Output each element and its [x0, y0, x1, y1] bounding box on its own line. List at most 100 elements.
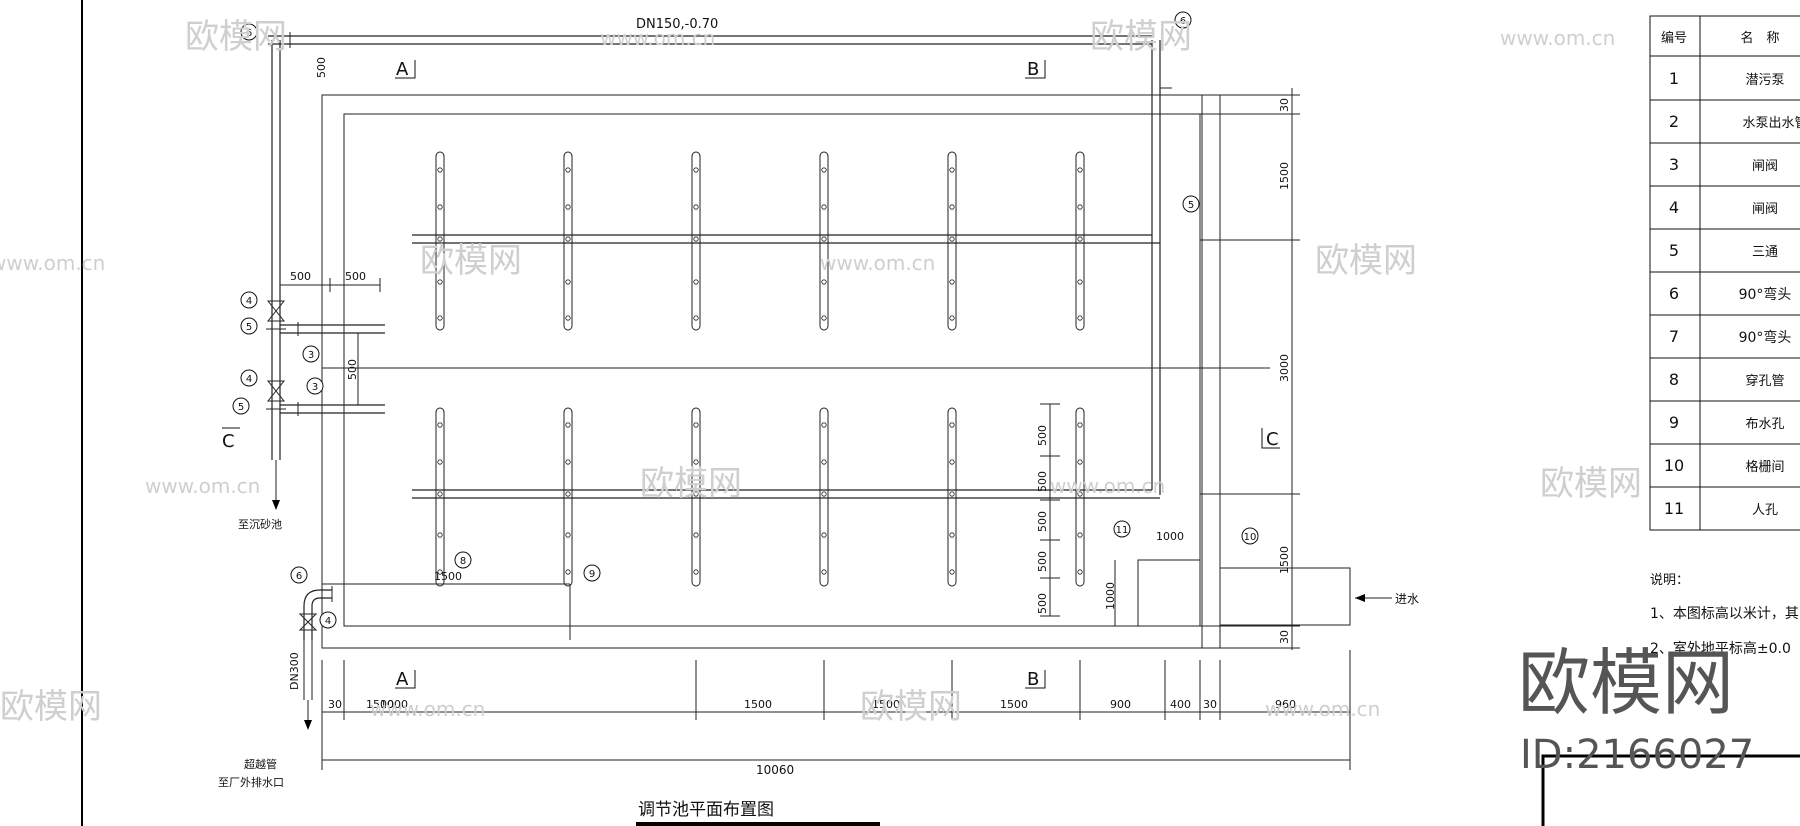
dim-bottom-2: 1000 — [380, 698, 408, 711]
watermark-url-4: www.om.cn — [820, 251, 935, 275]
section-a-bottom: A — [396, 669, 409, 690]
legend-table — [1649, 15, 1800, 531]
legend-no-11: 11 — [1664, 499, 1684, 518]
section-b-bottom: B — [1027, 669, 1039, 690]
callout-10: 10 — [1244, 532, 1257, 543]
dim-right-0: 30 — [1278, 98, 1291, 112]
dim-inner-0: 500 — [1036, 425, 1049, 446]
pipe-top-label: DN150,-0.70 — [636, 17, 718, 32]
callout-9: 9 — [589, 569, 595, 580]
callout-4c: 4 — [325, 616, 331, 627]
note-overflow-1: 超越管 — [244, 757, 277, 771]
watermark-url-8: www.om.cn — [1265, 697, 1380, 721]
title-block-frame — [1541, 754, 1800, 826]
callout-5c: 5 — [238, 402, 244, 413]
dim-bottom-8: 30 — [1203, 698, 1217, 711]
watermark-logo-7: 欧模网 — [0, 687, 102, 727]
legend-no-3: 3 — [1669, 155, 1679, 174]
callout-6c: 6 — [296, 571, 302, 582]
dim-top-left-0: 500 — [290, 270, 311, 283]
dim-inner-4: 500 — [1036, 593, 1049, 614]
dim-total: 10060 — [756, 763, 794, 777]
watermark-logo-5: 欧模网 — [640, 464, 742, 504]
upper-distribution-pipe — [412, 234, 1160, 244]
legend-header-no: 编号 — [1661, 31, 1687, 46]
watermark-url-3: www.om.cn — [0, 251, 105, 275]
watermark-url-2: www.om.cn — [1500, 26, 1615, 50]
callout-4b: 4 — [246, 374, 252, 385]
dim-right-3: 1500 — [1278, 546, 1291, 574]
legend-no-1: 1 — [1669, 69, 1679, 88]
callout-3a: 3 — [308, 350, 314, 361]
legend-name-4: 闸阀 — [1752, 202, 1778, 217]
tank-outer-wall — [321, 94, 1203, 649]
watermark-logo-8: 欧模网 — [860, 687, 962, 727]
notes-line-1: 1、本图标高以米计，其 — [1650, 605, 1799, 622]
dim-bottom-3: 1500 — [744, 698, 772, 711]
callout-circles — [232, 11, 1259, 629]
section-c-left: C — [222, 431, 235, 452]
callout-6b: 6 — [1180, 16, 1186, 27]
watermark-url-5: www.om.cn — [145, 474, 260, 498]
dim-inner-1: 500 — [1036, 471, 1049, 492]
notes-heading: 说明： — [1650, 573, 1689, 588]
legend-no-5: 5 — [1669, 241, 1679, 260]
dim-bottom-5: 1500 — [1000, 698, 1028, 711]
callout-11: 11 — [1116, 525, 1129, 536]
legend-name-8: 穿孔管 — [1745, 373, 1784, 389]
note-to-grit: 至沉砂池 — [238, 518, 282, 531]
bottom-dimension-chain — [321, 650, 1351, 770]
dim-bottom-1: 1500 — [366, 698, 394, 711]
watermark-url-6: www.om.cn — [1050, 474, 1165, 498]
legend-name-11: 人孔 — [1752, 503, 1778, 518]
dim-vertical-left-0: 500 — [315, 57, 328, 78]
note-overflow-2: 至厂外排水口 — [218, 775, 284, 789]
legend-name-1: 潜污泵 — [1745, 73, 1784, 88]
dim-bottom-9: 960 — [1275, 698, 1296, 711]
callout-4a: 4 — [246, 296, 252, 307]
inlet-label: 进水 — [1395, 592, 1419, 606]
drawing-title: 调节池平面布置图 — [638, 800, 774, 820]
legend-header-name: 名 称 — [1740, 30, 1779, 46]
dim-inner-3: 500 — [1036, 551, 1049, 572]
watermark-id: ID:2166027 — [1520, 732, 1754, 778]
perforated-pipes-upper — [435, 151, 1085, 331]
inner-dim-column — [1040, 403, 1060, 617]
top-left-dims — [279, 278, 381, 292]
legend-no-8: 8 — [1669, 370, 1679, 389]
section-a-top: A — [396, 59, 409, 80]
note-dn300: DN300 — [288, 652, 301, 690]
watermark-logo-2: 欧模网 — [1090, 17, 1192, 57]
dim-bottom-7: 400 — [1170, 698, 1191, 711]
watermark-logo-1: 欧模网 — [185, 17, 287, 57]
perforated-pipes-lower — [435, 407, 1085, 587]
legend-name-2: 水泵出水管 — [1742, 116, 1800, 131]
dim-inner-1500: 1500 — [434, 570, 462, 583]
callout-5b: 5 — [246, 322, 252, 333]
legend-name-3: 闸阀 — [1752, 159, 1778, 174]
section-markers — [222, 60, 1280, 689]
dim-right-2: 3000 — [1278, 354, 1291, 382]
manhole — [1137, 559, 1201, 627]
legend-name-9: 布水孔 — [1745, 417, 1784, 432]
tank-inner-wall — [343, 113, 1201, 627]
dim-top-left-1: 500 — [345, 270, 366, 283]
legend-name-6: 90°弯头 — [1739, 286, 1792, 303]
callout-8: 8 — [460, 556, 466, 567]
callout-6a: 6 — [246, 28, 252, 39]
legend-no-4: 4 — [1669, 198, 1679, 217]
dim-manhole-w: 1000 — [1156, 530, 1184, 543]
dim-right-1: 1500 — [1278, 162, 1291, 190]
dim-bottom-4: 1500 — [872, 698, 900, 711]
callout-5a: 5 — [1188, 200, 1194, 211]
distribution-holes — [437, 167, 1083, 575]
legend-no-9: 9 — [1669, 413, 1679, 432]
legend-name-10: 格栅间 — [1745, 459, 1784, 475]
dim-inner-2: 500 — [1036, 511, 1049, 532]
dim-vertical-left-1: 500 — [346, 359, 359, 380]
watermark-logo-3: 欧模网 — [420, 241, 522, 281]
legend-name-5: 三通 — [1752, 245, 1778, 260]
watermark-logo-4: 欧模网 — [1315, 241, 1417, 281]
dim-right-4: 30 — [1278, 630, 1291, 644]
